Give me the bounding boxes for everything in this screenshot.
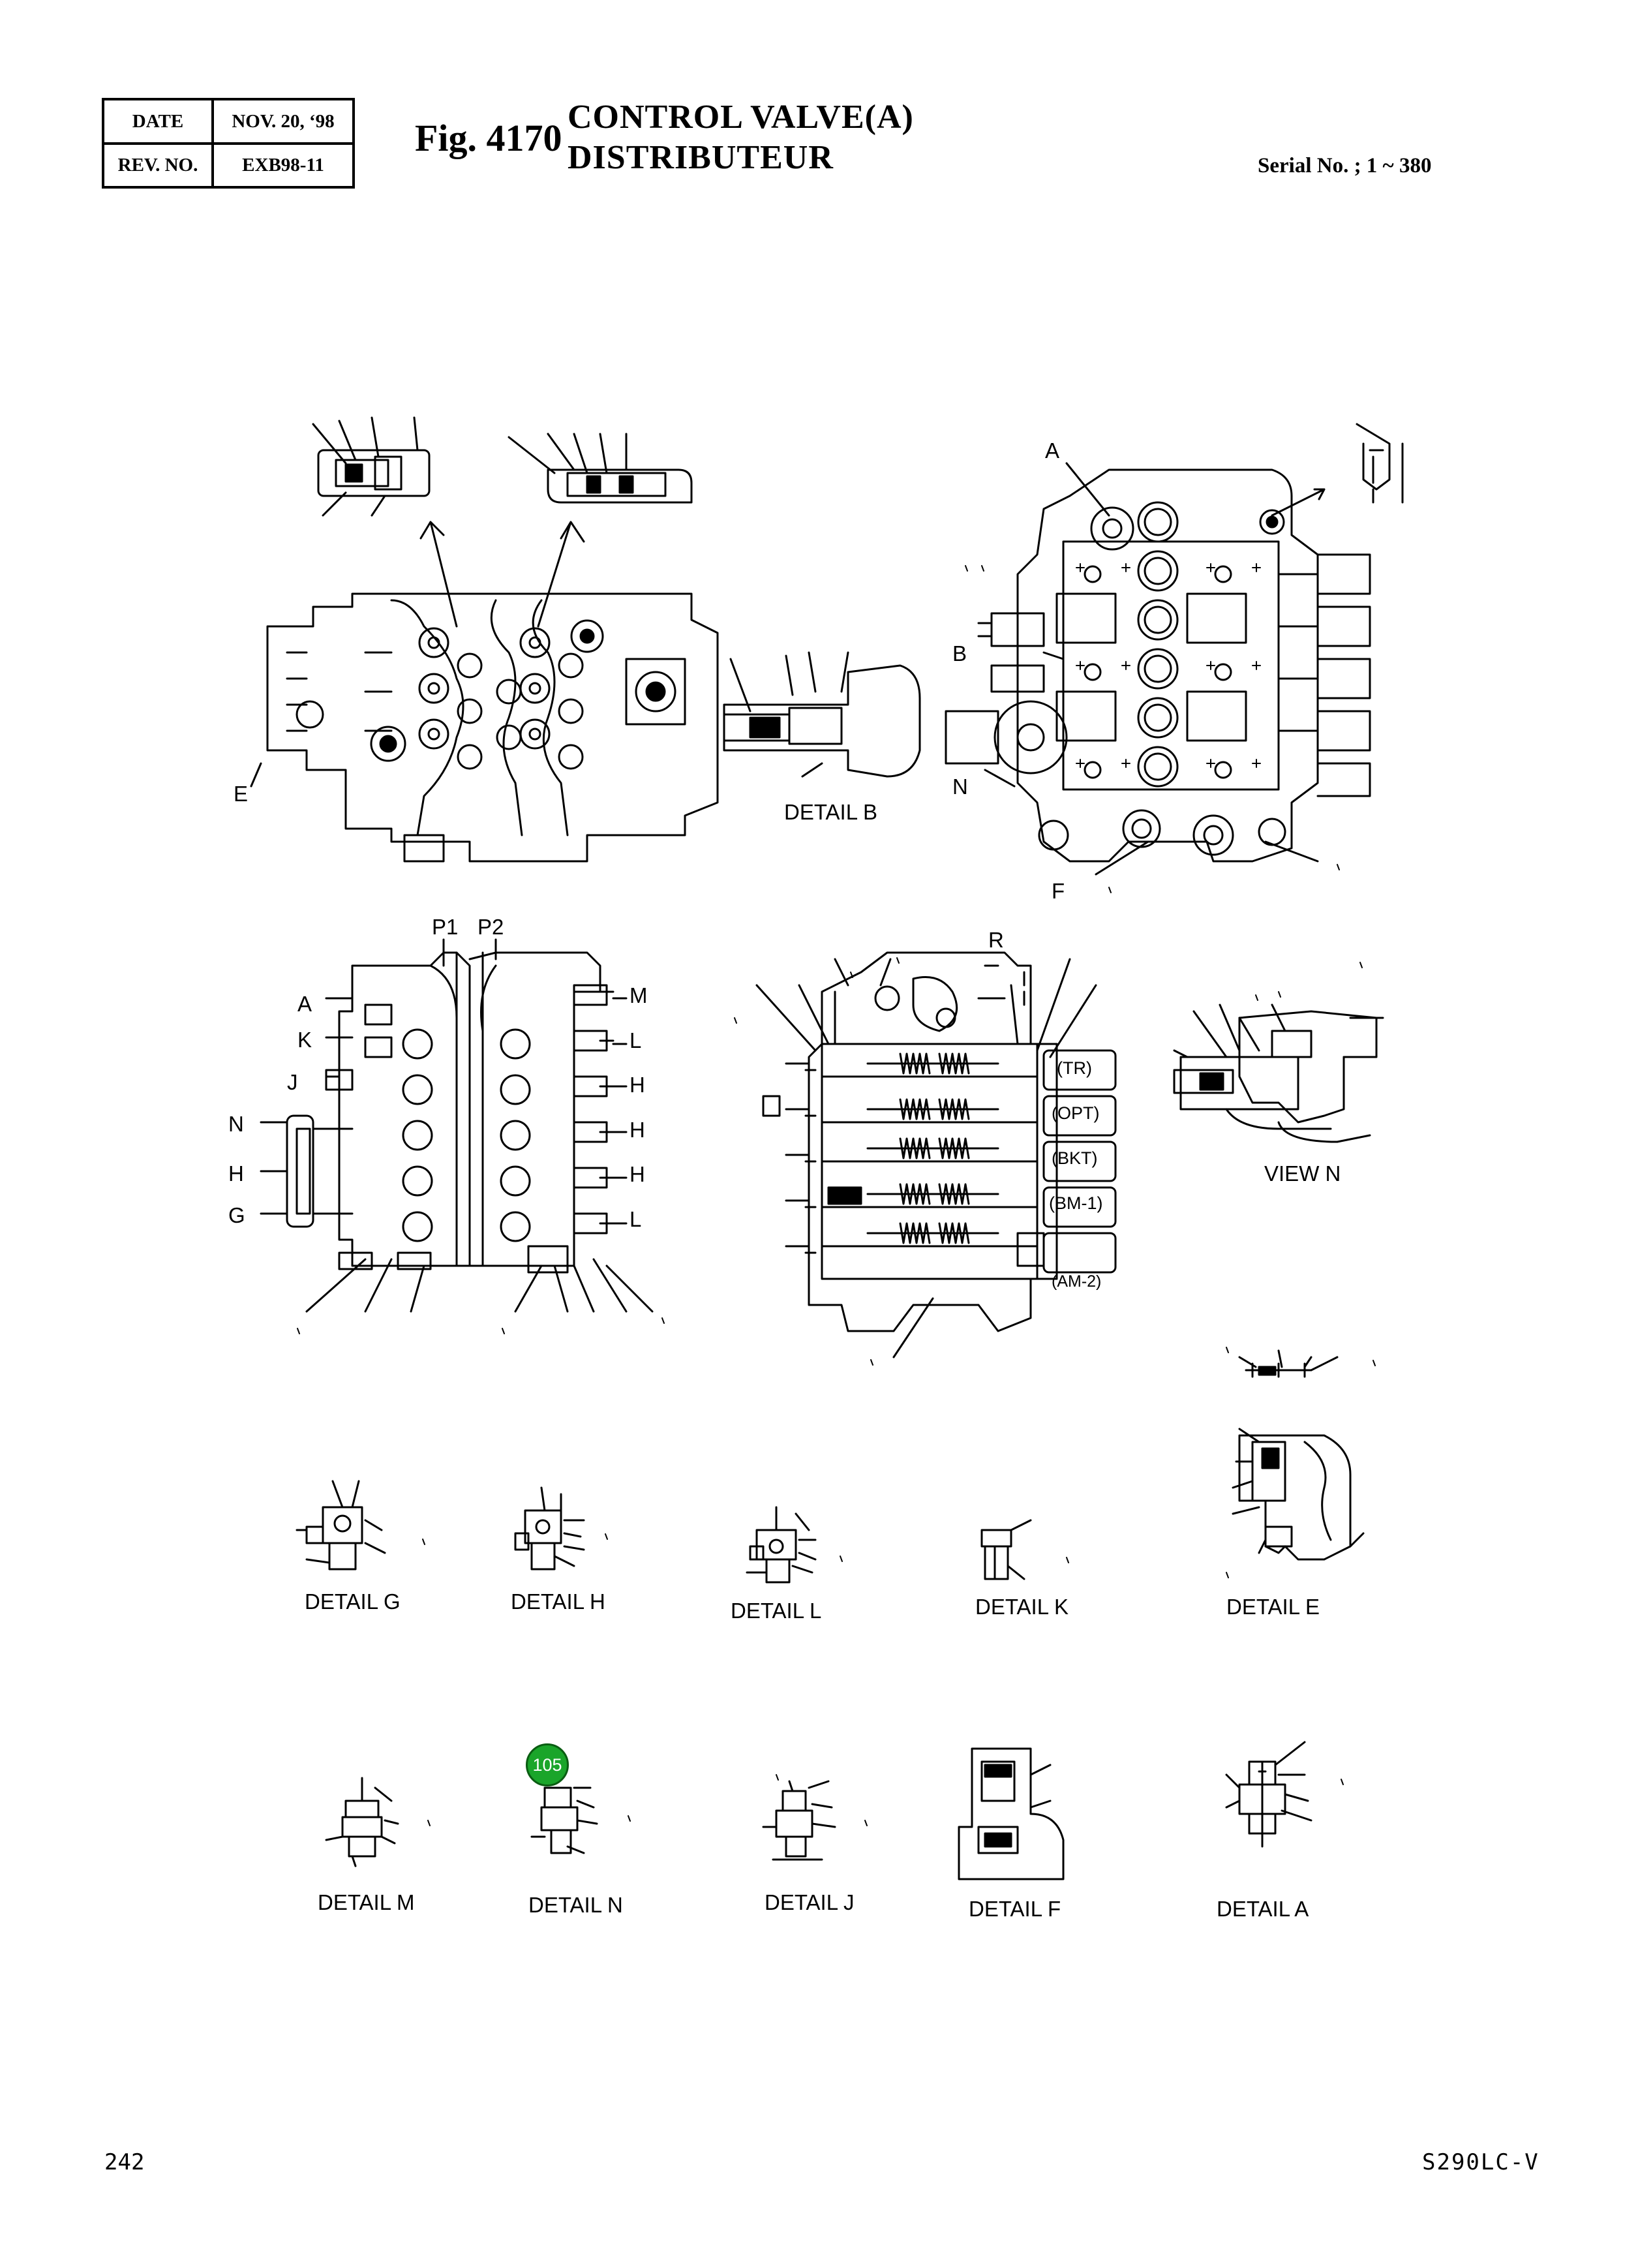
detail-l-label: DETAIL L xyxy=(731,1599,822,1623)
side-label-a: A xyxy=(297,992,312,1016)
detail-f-drawing xyxy=(958,1747,1065,1880)
section-view xyxy=(755,951,1117,1358)
page-number: 242 xyxy=(104,2149,145,2175)
detail-e-label: DETAIL E xyxy=(1226,1595,1320,1619)
detail-b-label: DETAIL B xyxy=(784,800,878,824)
date-label: DATE xyxy=(132,110,184,132)
detail-g-drawing xyxy=(296,1480,386,1571)
tick-marks xyxy=(297,565,1376,1826)
figure-number: Fig. 4170 xyxy=(415,117,562,159)
detail-l-drawing xyxy=(746,1506,817,1584)
title-french: DISTRIBUTEUR xyxy=(568,139,834,176)
section-bm1-label: (BM-1) xyxy=(1049,1193,1103,1213)
detail-k-drawing xyxy=(980,1519,1032,1580)
side-label-h: H xyxy=(629,1118,645,1142)
section-tr-label: (TR) xyxy=(1057,1058,1092,1078)
detail-n-drawing xyxy=(530,1786,598,1854)
serial-range: Serial No. ; 1 ~ 380 xyxy=(1258,154,1432,177)
port-p2-label: P2 xyxy=(478,915,504,939)
table-divider xyxy=(104,142,352,145)
detail-k-label: DETAIL K xyxy=(975,1595,1069,1619)
label-f: F xyxy=(1052,879,1065,903)
detail-j-label: DETAIL J xyxy=(765,1890,855,1914)
model-code: S290LC-V xyxy=(1422,2149,1539,2175)
side-label-g: G xyxy=(228,1203,245,1227)
section-label-r: R xyxy=(988,928,1004,952)
part-callout-105[interactable]: 105 xyxy=(526,1743,569,1786)
side-label-l: L xyxy=(629,1207,642,1231)
arrow xyxy=(419,521,458,628)
side-label-n: N xyxy=(228,1112,244,1136)
side-label-h: H xyxy=(228,1161,244,1186)
arrow xyxy=(537,521,585,628)
top-view xyxy=(945,423,1404,876)
label-e: E xyxy=(234,782,249,806)
detail-a-drawing xyxy=(1225,1741,1312,1848)
revision-table: DATE NOV. 20, ‘98 REV. NO. EXB98-11 xyxy=(102,98,355,189)
view-n-drawing xyxy=(1173,1004,1384,1143)
side-label-j: J xyxy=(287,1070,298,1094)
view-n-label: VIEW N xyxy=(1264,1161,1341,1186)
side-view xyxy=(260,938,654,1313)
detail-j-drawing xyxy=(762,1780,836,1861)
label-b: B xyxy=(952,641,967,666)
detail-m-label: DETAIL M xyxy=(318,1890,415,1914)
side-label-l: L xyxy=(629,1028,642,1052)
rev-value: EXB98-11 xyxy=(242,155,324,176)
detail-a-label: DETAIL A xyxy=(1217,1897,1309,1921)
date-value: NOV. 20, ‘98 xyxy=(232,110,335,132)
detail-h-drawing xyxy=(514,1486,585,1571)
top-detail-2 xyxy=(508,433,693,504)
detail-h-label: DETAIL H xyxy=(511,1589,605,1614)
rev-label: REV. NO. xyxy=(117,155,198,176)
section-bkt-label: (BKT) xyxy=(1052,1148,1098,1168)
side-label-m: M xyxy=(629,983,648,1007)
detail-b-drawing xyxy=(723,651,921,778)
side-label-k: K xyxy=(297,1028,312,1052)
detail-m-drawing xyxy=(325,1777,399,1867)
detail-g-label: DETAIL G xyxy=(305,1589,401,1614)
top-detail-1 xyxy=(312,416,431,517)
front-view xyxy=(250,592,719,863)
plus-marks xyxy=(1076,563,1261,768)
section-am2-label: (AM-2) xyxy=(1052,1272,1102,1291)
detail-e-drawing xyxy=(1232,1349,1365,1561)
detail-f-label: DETAIL F xyxy=(969,1897,1061,1921)
section-opt-label: (OPT) xyxy=(1052,1103,1100,1123)
side-label-h: H xyxy=(629,1162,645,1186)
label-a: A xyxy=(1045,438,1060,463)
label-n: N xyxy=(952,774,968,799)
detail-n-label: DETAIL N xyxy=(528,1893,623,1917)
port-p1-label: P1 xyxy=(432,915,459,939)
side-label-h: H xyxy=(629,1073,645,1097)
title-english: CONTROL VALVE(A) xyxy=(568,99,914,136)
